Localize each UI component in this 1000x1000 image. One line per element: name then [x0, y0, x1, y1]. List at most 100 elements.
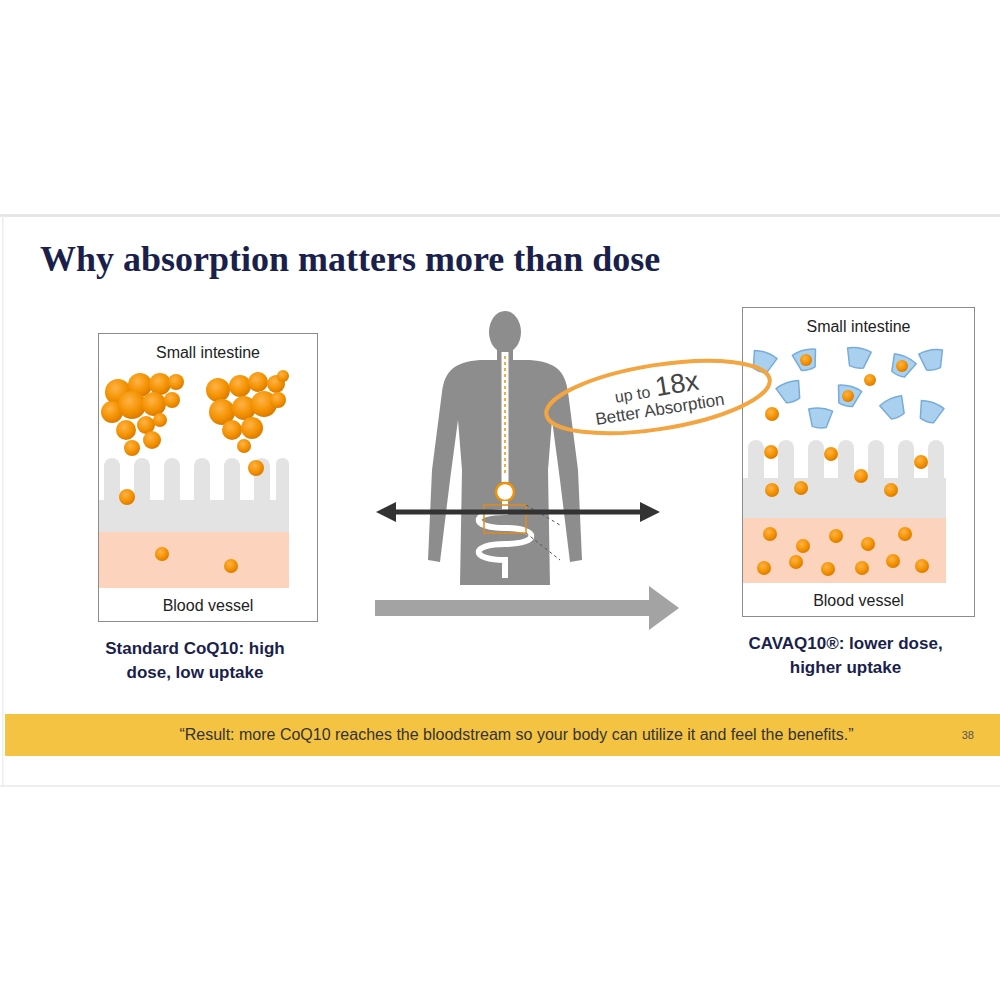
cyclodextrin-carriers — [915, 398, 944, 425]
slide-frame — [0, 214, 1000, 217]
panel-caption: Standard CoQ10: high dose, low uptake — [95, 637, 295, 685]
coq10-particles-left — [143, 431, 161, 449]
digestive-tract — [502, 352, 509, 482]
coq10-particles-right — [861, 537, 875, 551]
coq10-particles-right — [765, 407, 779, 421]
intestine-wall-right — [928, 440, 944, 500]
intestine-wall-right — [868, 440, 884, 500]
coq10-particles-left — [118, 391, 146, 419]
coq10-particles-right — [794, 481, 808, 495]
coq10-particles-right — [854, 469, 868, 483]
human-silhouette — [489, 311, 521, 353]
intestine-wall-left — [104, 458, 120, 518]
panel-caption: CAVAQ10®: lower dose, higher uptake — [738, 632, 953, 680]
slide-frame — [2, 216, 4, 786]
region-label: Small intestine — [743, 318, 974, 336]
coq10-particles-left — [206, 378, 230, 402]
banner-quote: “Result: more CoQ10 reaches the bloodstr… — [179, 726, 853, 744]
coq10-particles-left — [142, 392, 166, 416]
region-label: Blood vessel — [743, 592, 974, 610]
coq10-particles-left — [241, 417, 263, 439]
coq10-particles-left — [119, 489, 135, 505]
intestine-panel: Small intestineBlood vesselCAVAQ10®: low… — [742, 307, 975, 617]
cyclodextrin-carriers — [887, 352, 917, 380]
coq10-particles-right — [757, 561, 771, 575]
coq10-particles-left — [237, 439, 251, 453]
coq10-particles-right — [842, 390, 854, 402]
slide-frame — [0, 214, 1000, 787]
coq10-particles-right — [764, 445, 778, 459]
callout-outline — [541, 348, 774, 447]
coq10-particles-right — [884, 483, 898, 497]
cyclodextrin-carriers — [807, 407, 833, 429]
coq10-particles-left — [270, 392, 286, 408]
coq10-particles-right — [855, 561, 869, 575]
coq10-particles-right — [757, 354, 929, 576]
intestine-wall-left — [99, 458, 289, 533]
coq10-particles-right — [864, 374, 876, 386]
coq10-particles-left — [101, 370, 289, 573]
cyclodextrin-carriers — [834, 383, 862, 409]
coq10-particles-right — [829, 529, 843, 543]
coq10-particles-right — [800, 354, 812, 366]
cyclodextrin-carriers — [748, 346, 945, 429]
coq10-particles-right — [821, 562, 835, 576]
coq10-particles-right — [898, 527, 912, 541]
result-banner: “Result: more CoQ10 reaches the bloodstr… — [5, 714, 1000, 756]
digestive-tract — [484, 505, 526, 533]
coq10-particles-left — [168, 374, 184, 390]
page-number: 38 — [962, 729, 974, 741]
coq10-particles-left — [153, 413, 167, 427]
cyclodextrin-carriers — [844, 346, 871, 370]
coq10-particles-left — [155, 547, 169, 561]
human-silhouette — [428, 311, 582, 585]
flow-arrow — [375, 600, 650, 616]
intestine-wall-right — [808, 440, 824, 500]
blood-vessel-left — [99, 532, 289, 588]
coq10-particles-right — [886, 554, 900, 568]
intestine-wall-right — [898, 440, 914, 500]
coq10-particles-left — [116, 420, 136, 440]
coq10-particles-right — [763, 527, 777, 541]
coq10-particles-right — [796, 539, 810, 553]
coq10-particles-right — [914, 455, 928, 469]
slide-title: Why absorption matters more than dose — [40, 238, 660, 280]
intestine-wall-left — [224, 458, 240, 518]
coq10-particles-right — [896, 360, 908, 372]
double-arrow — [384, 510, 652, 515]
coq10-particles-left — [229, 375, 251, 397]
intestine-wall-right — [778, 440, 794, 500]
region-label: Small intestine — [99, 344, 317, 362]
blood-vessel-right — [743, 518, 946, 583]
intestine-wall-left — [276, 458, 289, 518]
coq10-particles-left — [224, 559, 238, 573]
intestine-wall-left — [194, 458, 210, 518]
coq10-particles-left — [164, 392, 180, 408]
coq10-particles-left — [149, 373, 171, 395]
digestive-tract — [479, 352, 560, 578]
coq10-particles-left — [222, 420, 242, 440]
digestive-tract — [496, 483, 514, 501]
coq10-particles-left — [124, 440, 140, 456]
intestine-wall-right — [838, 440, 854, 500]
slide-frame — [0, 785, 1000, 787]
coq10-particles-left — [277, 370, 289, 382]
region-label: Blood vessel — [99, 597, 317, 615]
intestine-wall-left — [164, 458, 180, 518]
intestine-panel: Small intestineBlood vesselStandard CoQ1… — [98, 333, 318, 622]
cyclodextrin-carriers — [792, 347, 820, 373]
coq10-particles-left — [248, 460, 264, 476]
coq10-particles-right — [765, 483, 779, 497]
coq10-particles-right — [915, 559, 929, 573]
intestine-wall-left — [134, 458, 150, 518]
digestive-tract — [504, 356, 506, 476]
coq10-particles-right — [824, 447, 838, 461]
coq10-particles-left — [248, 372, 268, 392]
coq10-particles-right — [789, 555, 803, 569]
cyclodextrin-carriers — [879, 394, 909, 422]
intestine-wall-right — [748, 440, 764, 500]
cyclodextrin-carriers — [918, 348, 945, 372]
